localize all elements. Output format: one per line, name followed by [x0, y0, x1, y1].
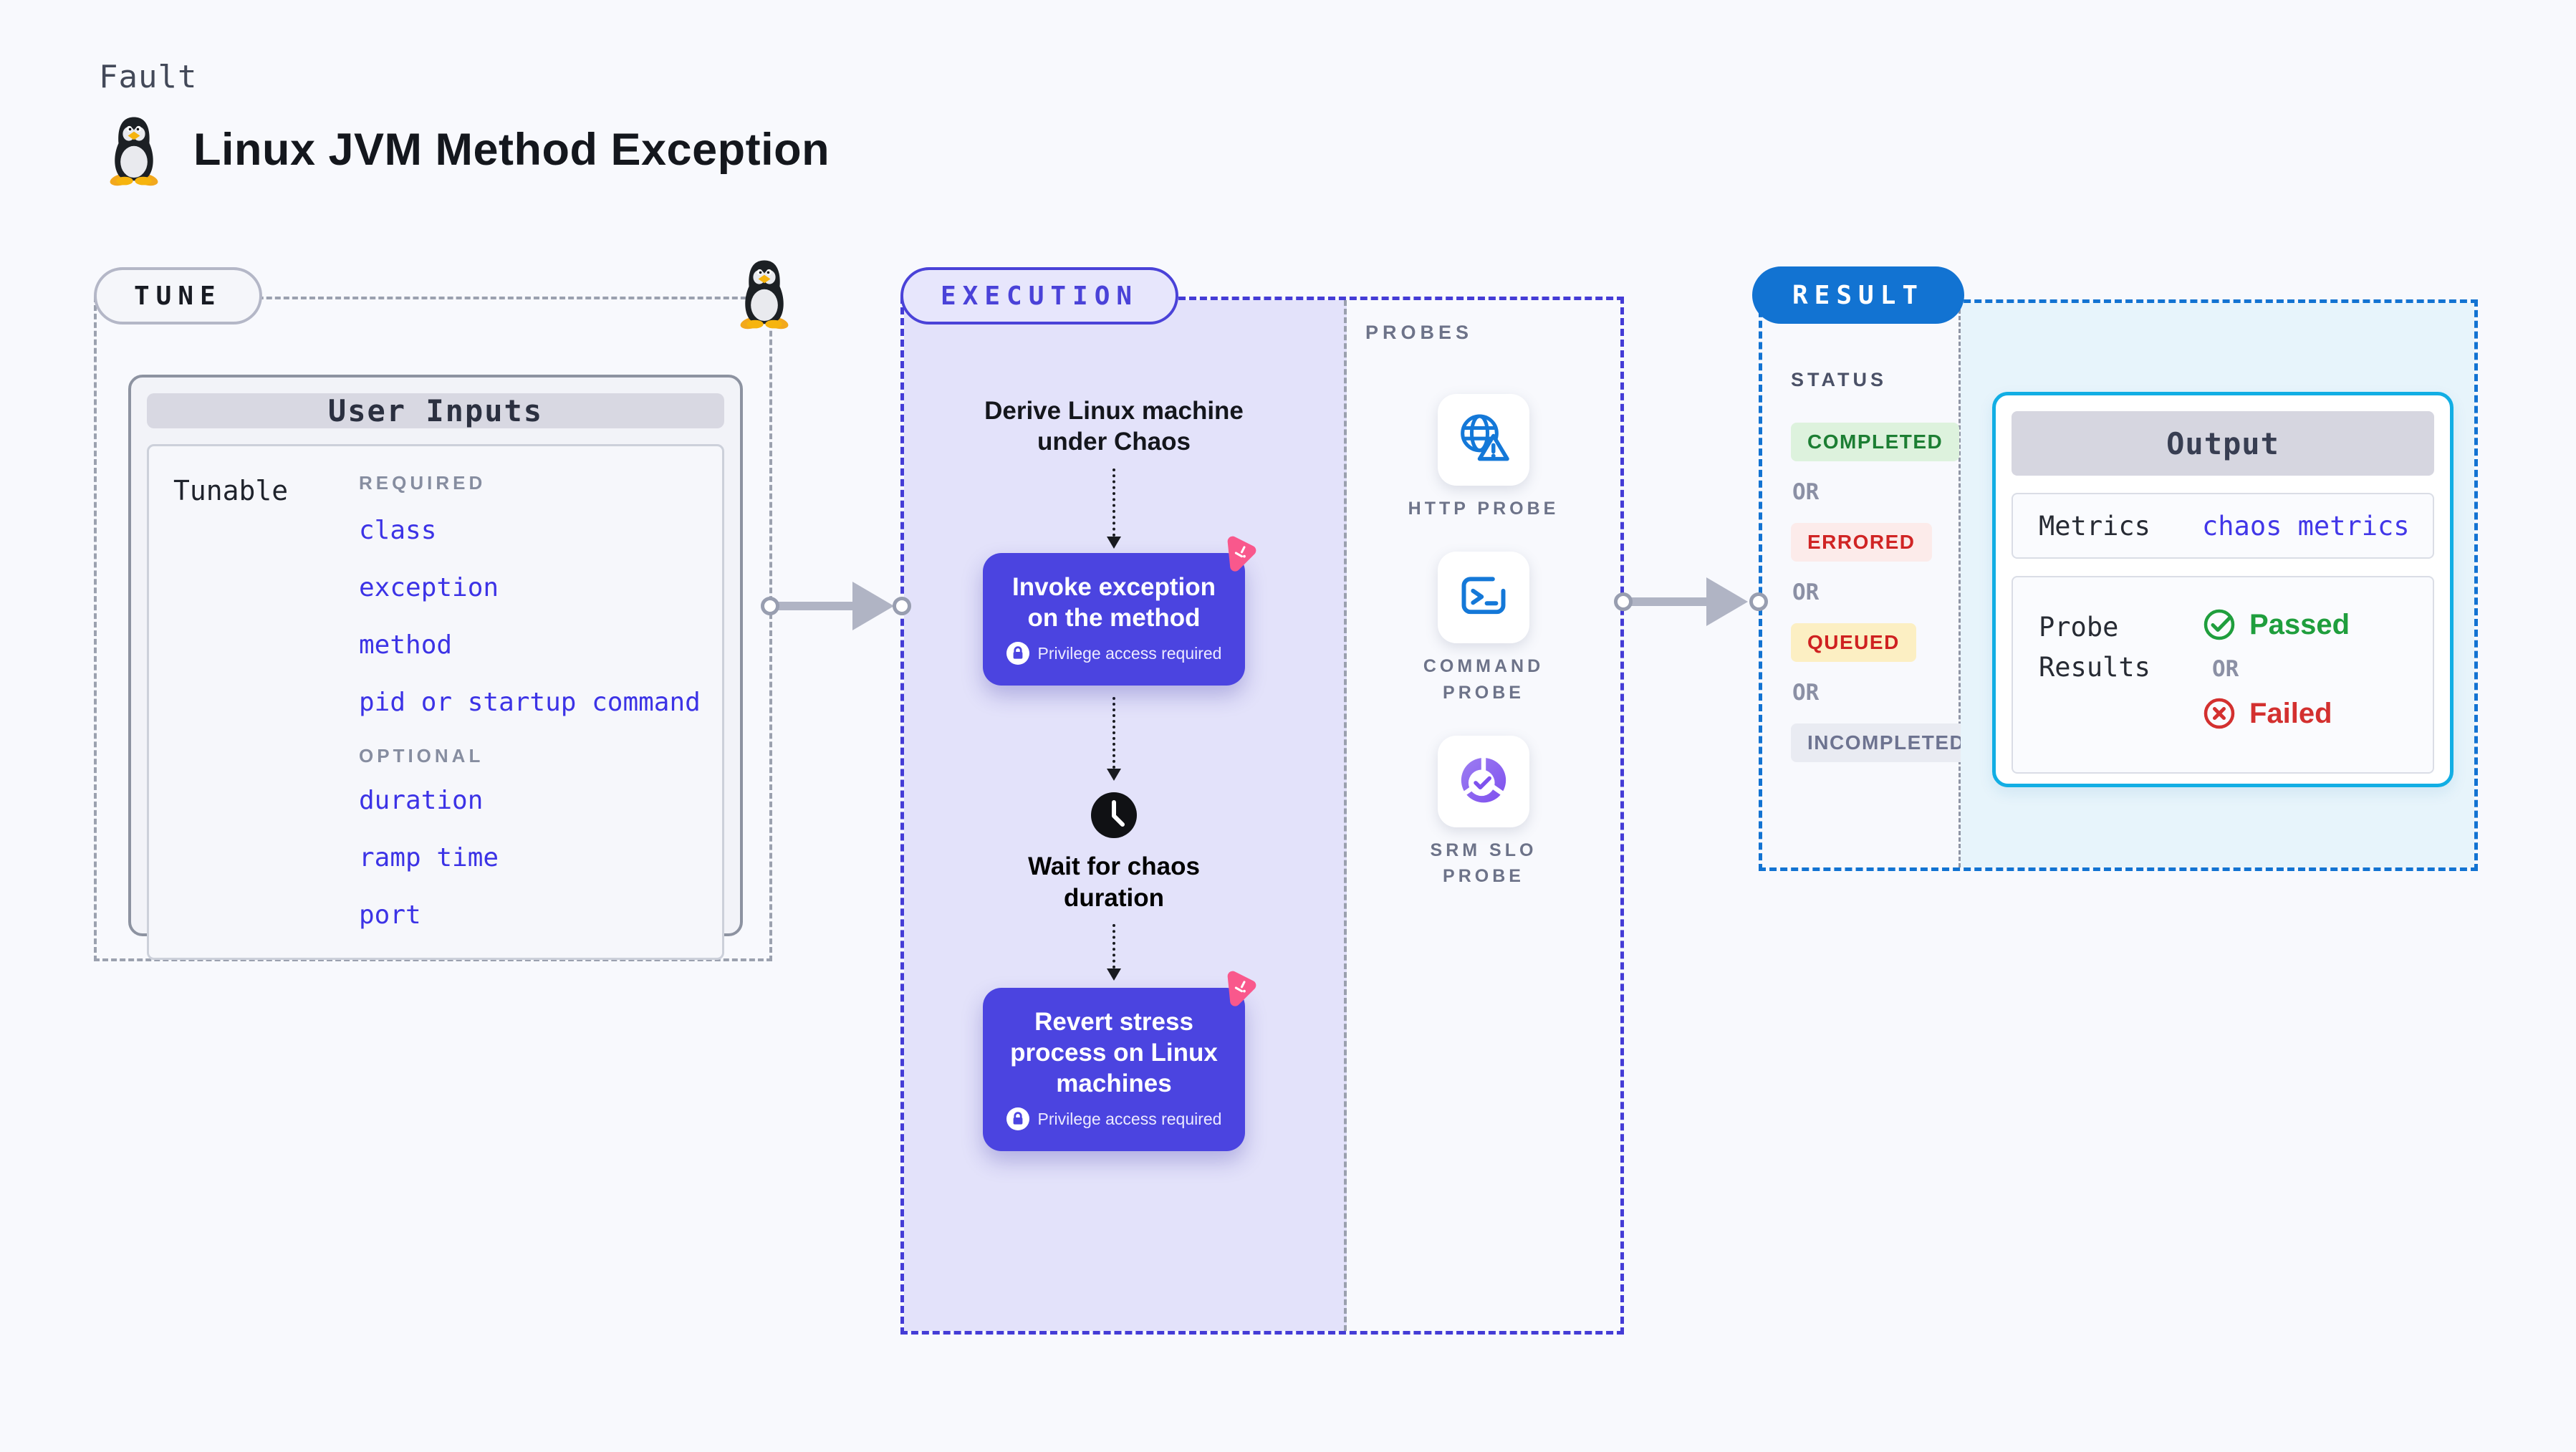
status-badge-completed: COMPLETED — [1791, 423, 1960, 461]
terminal-icon — [1461, 577, 1506, 615]
globe-warning-icon — [1461, 414, 1509, 461]
tux-penguin-icon — [740, 260, 789, 330]
status-badge-queued: QUEUED — [1791, 623, 1916, 662]
required-label: REQUIRED — [359, 472, 486, 494]
page-title: Linux JVM Method Exception — [193, 125, 830, 175]
privilege-pill: Privilege access required — [1006, 1107, 1222, 1131]
connector-dot — [1749, 592, 1768, 611]
probe-item: SRM SLO PROBE — [1394, 735, 1573, 890]
privilege-text: Privilege access required — [1037, 643, 1222, 663]
tune-section — [94, 297, 772, 961]
header-title-row: Linux JVM Method Exception — [106, 113, 830, 186]
privilege-pill: Privilege access required — [1006, 642, 1222, 665]
probe-label: HTTP PROBE — [1408, 499, 1559, 519]
or-separator: OR — [1792, 479, 1820, 505]
or-separator: OR — [1792, 580, 1820, 605]
slo-donut-check-icon — [1461, 756, 1506, 803]
connector-dot — [761, 597, 779, 615]
probe-label: SRM SLO PROBE — [1430, 840, 1537, 886]
revert-step-box[interactable]: Revert stress process on Linux machines … — [983, 971, 1256, 1152]
tux-penguin-icon — [110, 117, 158, 186]
tunable-link[interactable]: method — [359, 630, 453, 660]
check-circle-icon — [2203, 609, 2235, 640]
invoke-step-box[interactable]: Invoke exception on the method Privilege… — [983, 537, 1256, 686]
chaos-triangle-icon — [1227, 537, 1256, 572]
derive-step-text: Derive Linux machine under Chaos — [984, 397, 1244, 456]
result-section: STATUS COMPLETED OR ERRORED OR QUEUED OR… — [1759, 299, 2478, 871]
status-badge-errored: ERRORED — [1791, 523, 1932, 562]
connector-dot — [893, 597, 911, 615]
chaos-metrics-link[interactable]: chaos metrics — [2202, 510, 2410, 542]
metrics-row: Metrics chaos metrics — [2012, 493, 2434, 559]
probe-label: COMMAND PROBE — [1423, 656, 1544, 703]
user-inputs-body: Tunable REQUIRED class exception method … — [147, 444, 724, 960]
execution-flow-panel: Derive Linux machine under Chaos Invoke … — [904, 300, 1347, 1331]
tunable-link[interactable]: port — [359, 900, 421, 930]
status-label: STATUS — [1791, 369, 1887, 390]
tunable-link[interactable]: ramp time — [359, 843, 499, 872]
connector-line — [1630, 597, 1714, 606]
probe-results-values: Passed OR Failed — [2202, 607, 2350, 772]
tunable-link[interactable]: pid or startup command — [359, 688, 701, 717]
metrics-label: Metrics — [2039, 510, 2150, 542]
optional-label: OPTIONAL — [359, 745, 484, 766]
lock-icon — [1006, 1107, 1029, 1131]
flow-arrow-down-icon — [1107, 697, 1121, 782]
probe-stack: HTTP PROBE COMMAND PROBE — [1347, 394, 1620, 889]
fault-eyebrow: Fault — [99, 59, 198, 95]
flow-arrow-down-icon — [1107, 468, 1121, 549]
revert-step-title: Revert stress process on Linux machines — [1010, 1007, 1218, 1098]
result-pill: RESULT — [1752, 266, 1965, 324]
http-probe-card[interactable] — [1437, 394, 1529, 486]
output-panel: Output Metrics chaos metrics Probe Resul… — [1961, 303, 2474, 867]
lock-icon — [1006, 642, 1029, 665]
srm-slo-probe-card[interactable] — [1438, 735, 1529, 827]
chaos-triangle-icon — [1227, 971, 1256, 1006]
failed-line: Failed — [2202, 696, 2350, 731]
user-inputs-card: User Inputs Tunable REQUIRED class excep… — [128, 375, 743, 960]
tunable-link[interactable]: exception — [359, 573, 499, 602]
tunable-list: REQUIRED class exception method pid or s… — [359, 472, 705, 958]
probes-panel: PROBES HTTP PROBE — [1347, 300, 1620, 1331]
privilege-text: Privilege access required — [1037, 1109, 1222, 1128]
failed-text: Failed — [2249, 697, 2332, 729]
invoke-step-title: Invoke exception on the method — [1012, 573, 1216, 633]
connector-dot — [1614, 592, 1633, 611]
or-separator: OR — [1792, 680, 1820, 706]
output-title: Output — [2012, 411, 2434, 476]
probe-results-label: Probe Results — [2039, 612, 2150, 683]
output-box: Output Metrics chaos metrics Probe Resul… — [1992, 392, 2454, 787]
clock-icon — [1091, 792, 1137, 839]
command-probe-card[interactable] — [1438, 552, 1529, 644]
x-circle-icon — [2203, 698, 2235, 729]
probes-label: PROBES — [1365, 322, 1474, 343]
passed-line: Passed — [2202, 607, 2350, 642]
arrow-right-icon — [852, 582, 894, 630]
execution-section: Derive Linux machine under Chaos Invoke … — [900, 297, 1624, 1335]
connector-line — [777, 602, 860, 610]
user-inputs-title: User Inputs — [147, 393, 724, 428]
tunable-row-label: Tunable — [173, 475, 289, 506]
status-badge-incompleted: INCOMPLETED — [1791, 723, 1982, 762]
execution-pill: EXECUTION — [900, 267, 1179, 324]
arrow-right-icon — [1706, 577, 1748, 626]
probe-item: HTTP PROBE — [1408, 394, 1559, 521]
probe-results-row: Probe Results Passed OR — [2012, 576, 2434, 774]
tunable-link[interactable]: duration — [359, 786, 484, 815]
flow-arrow-down-icon — [1107, 923, 1121, 981]
or-separator: OR — [2212, 656, 2239, 682]
tunable-link[interactable]: class — [359, 516, 437, 545]
probe-item: COMMAND PROBE — [1394, 552, 1573, 706]
passed-text: Passed — [2249, 608, 2350, 640]
status-column: STATUS COMPLETED OR ERRORED OR QUEUED OR… — [1762, 303, 1982, 867]
tune-pill: TUNE — [94, 267, 262, 324]
wait-step-text: Wait for chaos duration — [1028, 852, 1200, 913]
